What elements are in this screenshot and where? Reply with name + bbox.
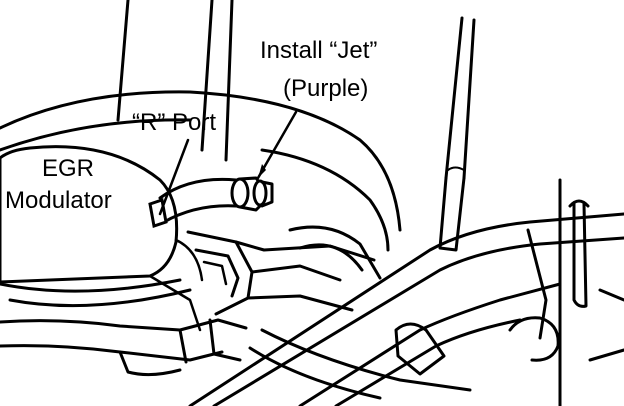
loop-hose [0,90,402,252]
r-port-label: “R” Port [132,109,216,136]
jet-fitting [230,176,274,212]
upper-bracket [116,0,234,162]
egr-label-line1: EGR [42,155,94,182]
lower-bracket [288,225,382,280]
jet-label-line1: Install “Jet” [260,37,377,64]
mounting-plate [0,318,248,377]
jet-label-line2: (Purple) [283,75,368,102]
right-hardware [394,178,624,406]
vertical-rod [438,16,476,252]
egr-label-line2: Modulator [5,187,112,214]
egr-modulator-body [0,145,204,332]
leader-lines [158,110,298,216]
center-bracket [186,230,376,316]
